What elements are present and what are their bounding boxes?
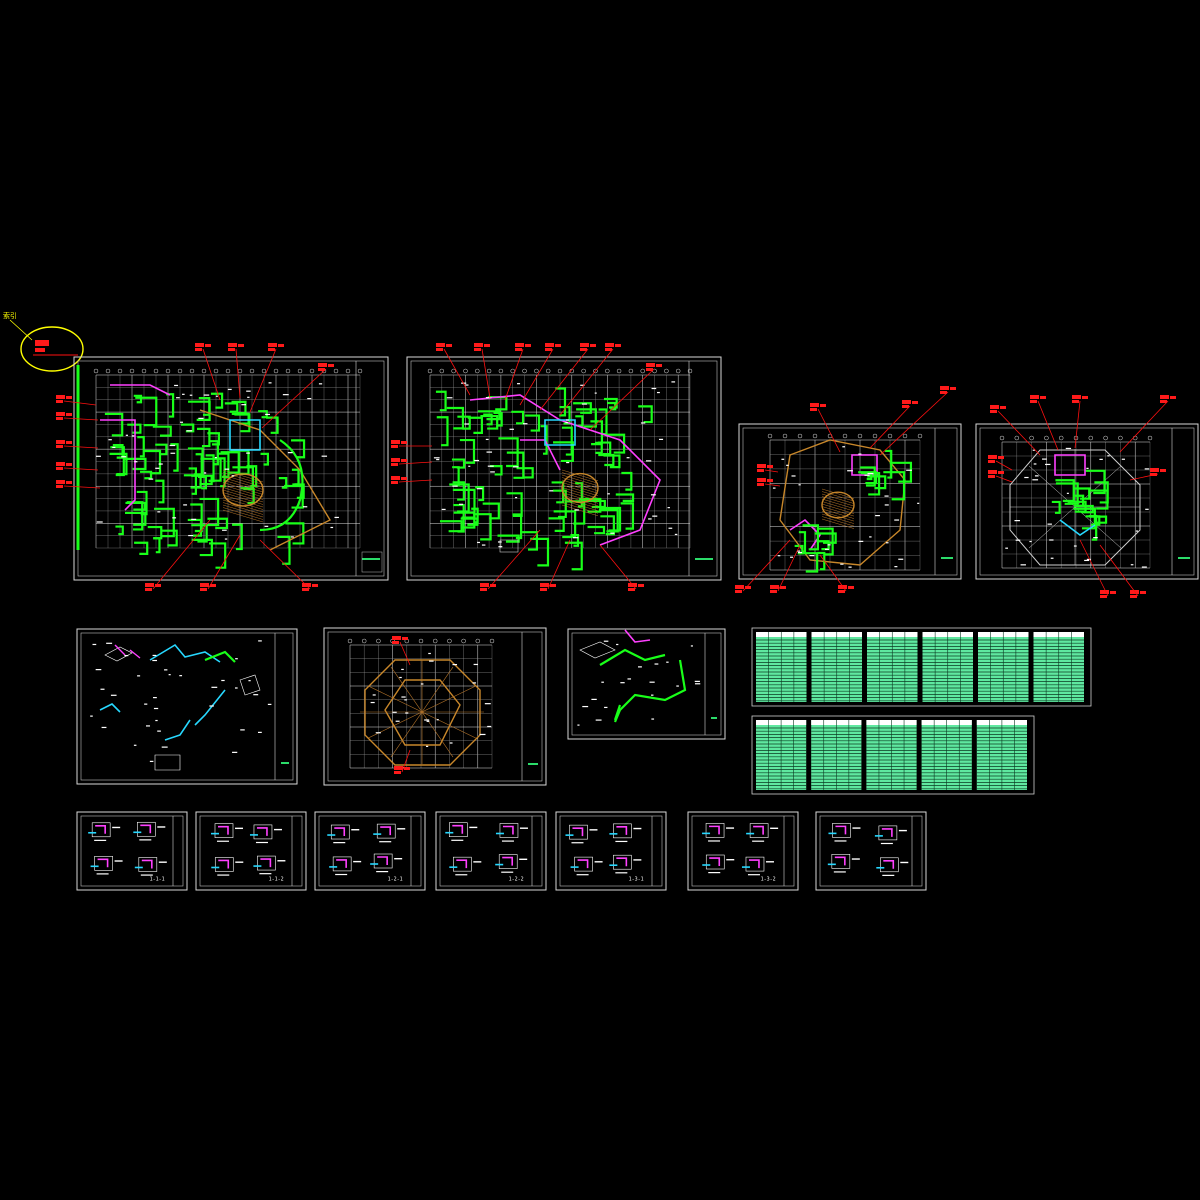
detail-sheet[interactable]: 1-2-2 bbox=[435, 811, 547, 891]
detail-sheet[interactable]: 1-1-1 bbox=[76, 811, 188, 891]
detail-sheet-label: 1-3-1 bbox=[629, 877, 644, 883]
axonometric-2-sheet[interactable] bbox=[567, 628, 726, 740]
schedule-table bbox=[866, 720, 917, 790]
index-marker[interactable]: 索引 bbox=[3, 311, 84, 372]
detail-sheet-label: 1-2-1 bbox=[388, 877, 403, 883]
schedule-table bbox=[1033, 632, 1084, 702]
detail-sheet[interactable]: 1-3-1 bbox=[555, 811, 667, 891]
schedule-table bbox=[921, 720, 972, 790]
schedule-table bbox=[811, 720, 862, 790]
detail-sheet[interactable]: 1-3-2 bbox=[687, 811, 799, 891]
detail-sheet-label: 1-1-1 bbox=[150, 877, 165, 883]
marker-label: 索引 bbox=[3, 311, 17, 320]
detail-sheet-label: 1-3-2 bbox=[761, 877, 776, 883]
detail-sheet-label: 1-1-2 bbox=[269, 877, 284, 883]
detail-sheet[interactable]: 1-2-1 bbox=[314, 811, 426, 891]
schedule-table bbox=[978, 632, 1029, 702]
roof-plan-sheet[interactable] bbox=[323, 627, 547, 786]
floor-plan-4-sheet[interactable] bbox=[975, 395, 1199, 598]
schedule-table bbox=[811, 632, 862, 702]
axonometric-1-sheet[interactable] bbox=[76, 628, 298, 785]
schedule-table bbox=[756, 632, 807, 702]
schedule-table bbox=[867, 632, 918, 702]
drawing-sheets: 1-1-1 1-1-2 1-2-1 1-2-2 1-3-1 1-3-2 bbox=[56, 343, 1199, 891]
schedule-table bbox=[922, 632, 973, 702]
detail-sheet[interactable]: 1-1-2 bbox=[195, 811, 307, 891]
floor-plan-1-sheet[interactable] bbox=[56, 343, 389, 591]
table-sheet-frame bbox=[751, 627, 1092, 707]
table-sheet-frame bbox=[751, 715, 1035, 795]
schedule-table bbox=[976, 720, 1027, 790]
schedule-table bbox=[756, 720, 807, 790]
floor-plan-2-sheet[interactable] bbox=[391, 343, 722, 591]
floor-plan-3-sheet[interactable] bbox=[735, 386, 962, 593]
detail-sheet[interactable] bbox=[815, 811, 927, 891]
detail-sheet-label: 1-2-2 bbox=[509, 877, 524, 883]
